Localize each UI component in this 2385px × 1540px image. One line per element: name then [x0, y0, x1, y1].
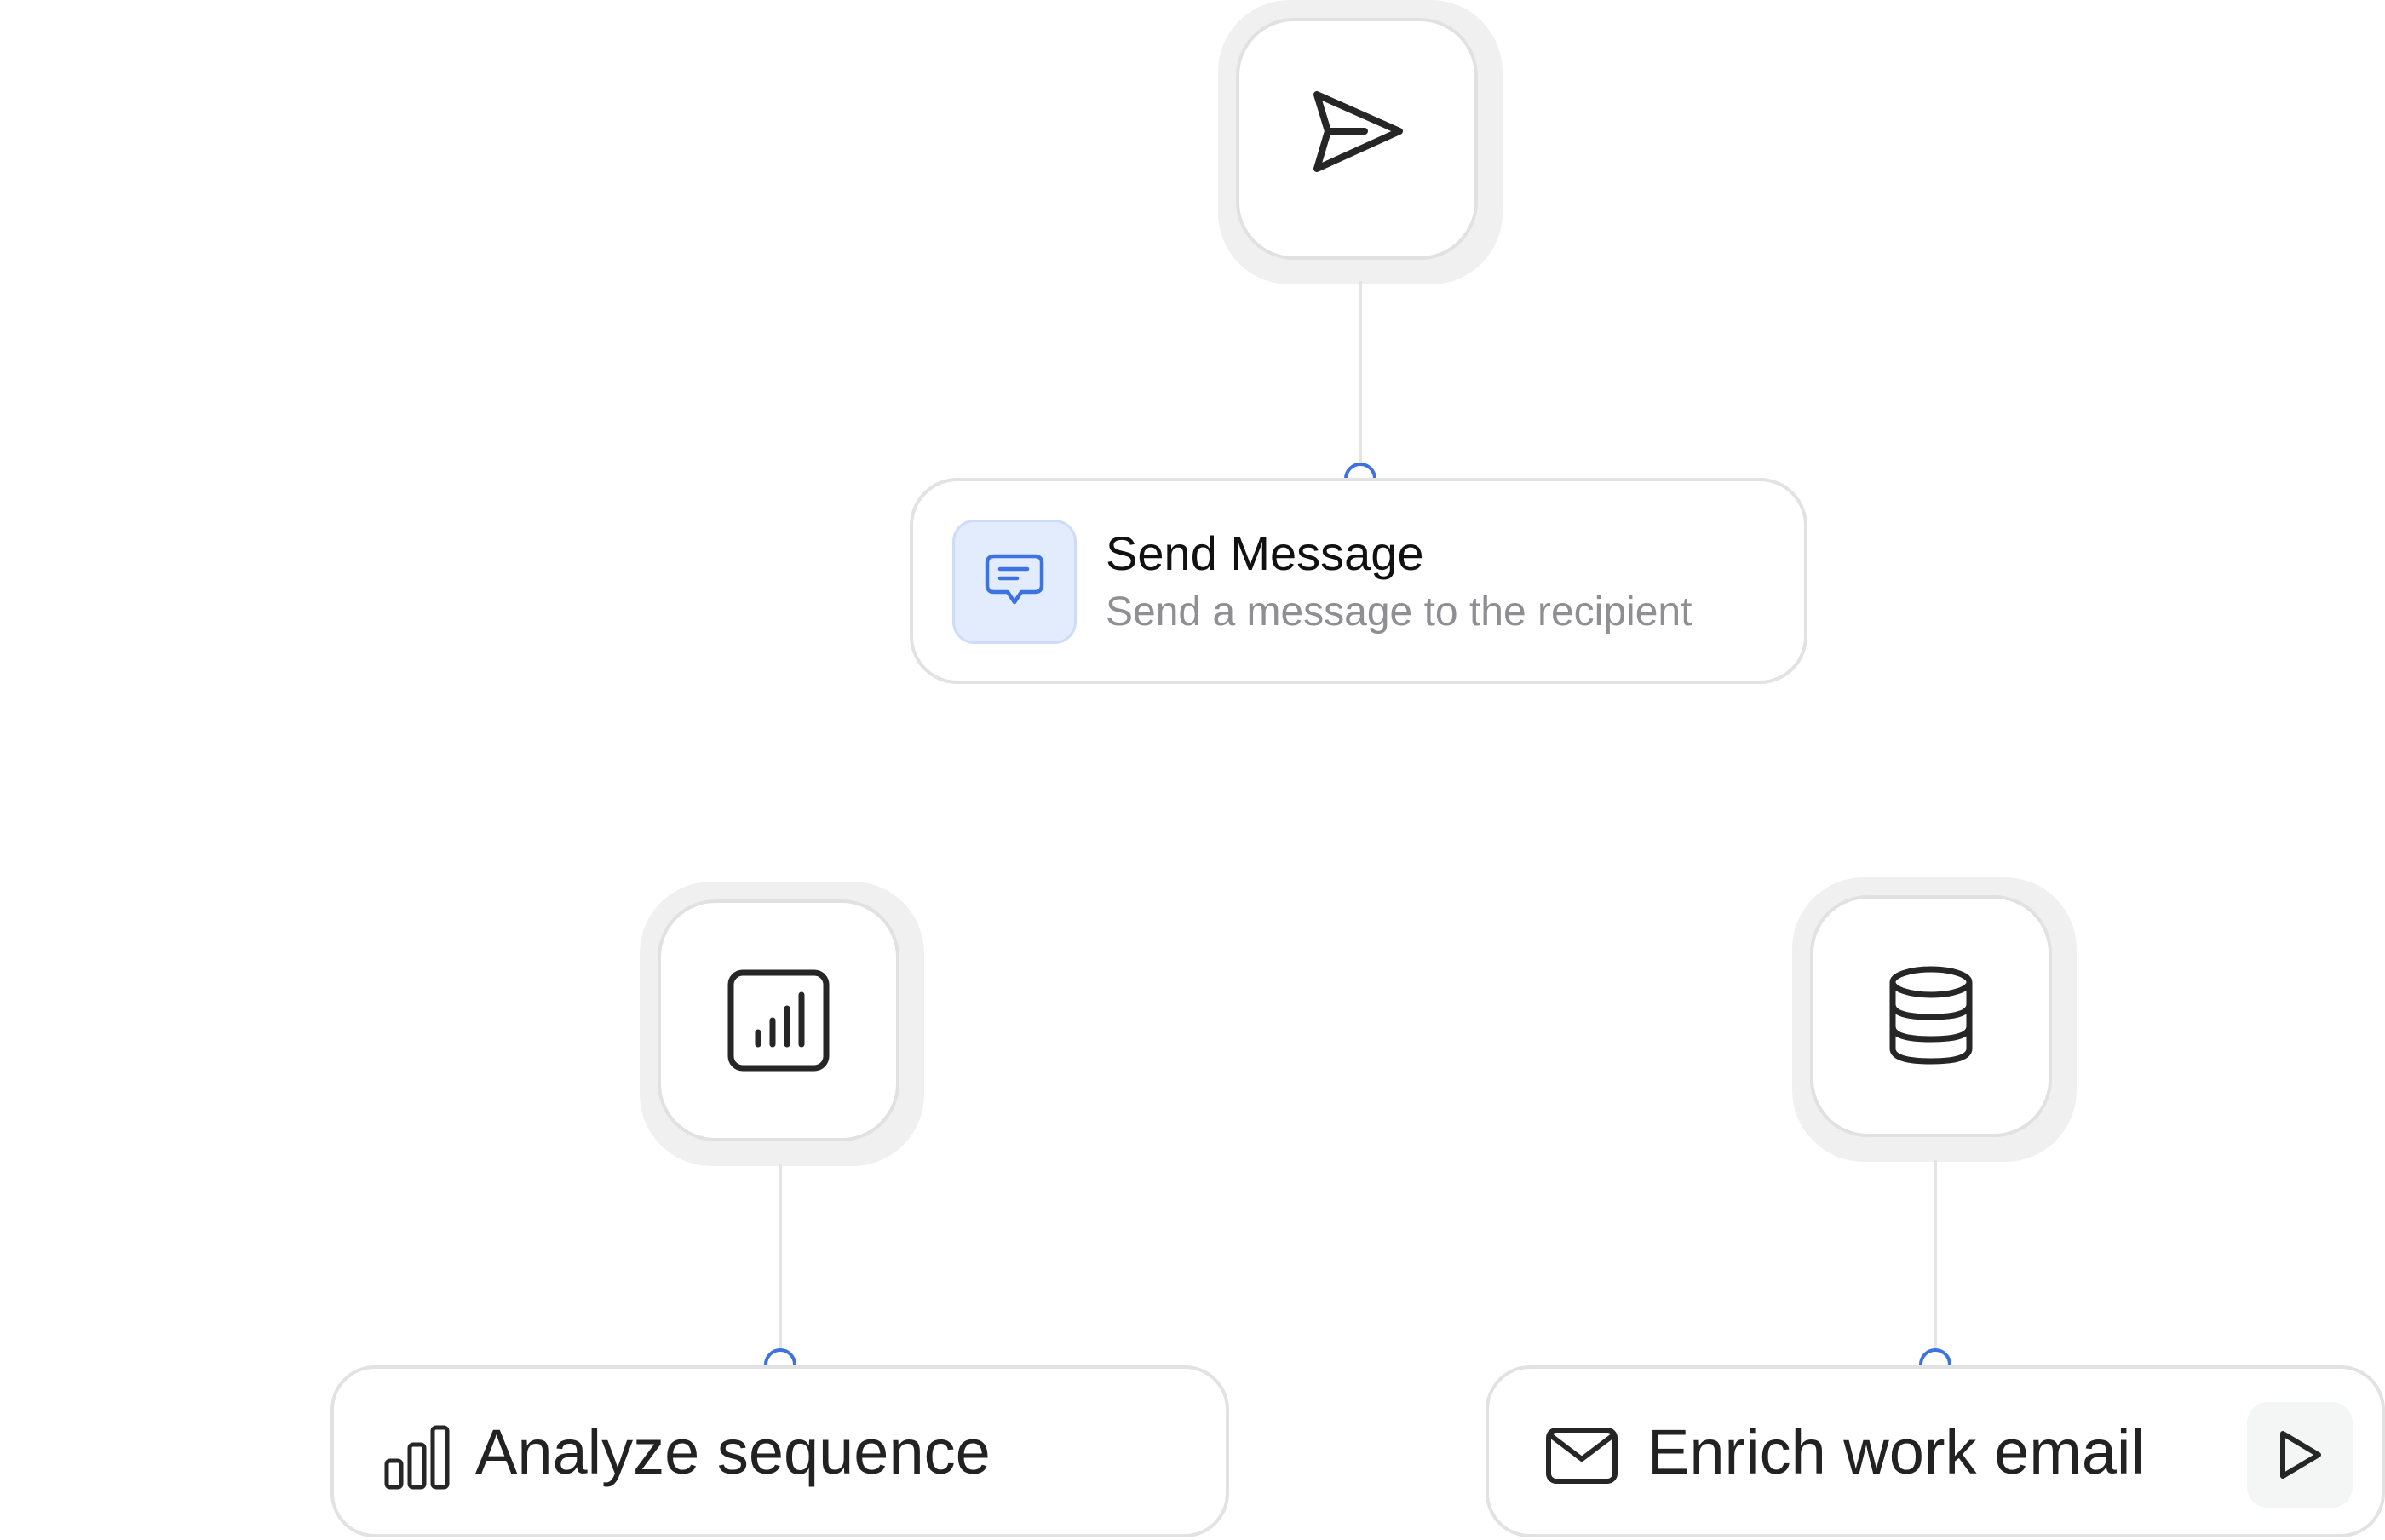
connector-line	[1359, 281, 1362, 479]
node-title: Send Message	[1106, 526, 1424, 580]
enrich-work-email-node[interactable]: Enrich work email	[1486, 1365, 2385, 1537]
play-icon	[2280, 1431, 2321, 1479]
analytics-trigger-tile[interactable]	[640, 882, 924, 1166]
connector-line	[1934, 1160, 1937, 1365]
node-label: Analyze sequence	[475, 1416, 991, 1487]
analytics-icon	[727, 969, 830, 1072]
database-trigger-tile[interactable]	[1792, 877, 2077, 1162]
node-subtitle: Send a message to the recipient	[1106, 589, 1692, 635]
database-icon	[1889, 966, 1973, 1065]
connector-line	[779, 1164, 782, 1365]
send-trigger-tile[interactable]	[1218, 0, 1503, 284]
send-trigger-tile-inner	[1236, 18, 1478, 260]
analytics-trigger-tile-inner	[658, 899, 899, 1141]
message-badge	[952, 520, 1077, 644]
analyze-sequence-node[interactable]: Analyze sequence	[330, 1365, 1229, 1537]
chat-bubble-icon	[985, 554, 1044, 605]
mail-icon	[1546, 1428, 1618, 1484]
bar-chart-icon	[384, 1425, 450, 1490]
run-button[interactable]	[2247, 1402, 2353, 1508]
database-trigger-tile-inner	[1810, 895, 2052, 1137]
node-label: Enrich work email	[1647, 1416, 2145, 1487]
send-message-node[interactable]: Send Message Send a message to the recip…	[910, 478, 1807, 684]
send-icon	[1313, 91, 1403, 172]
